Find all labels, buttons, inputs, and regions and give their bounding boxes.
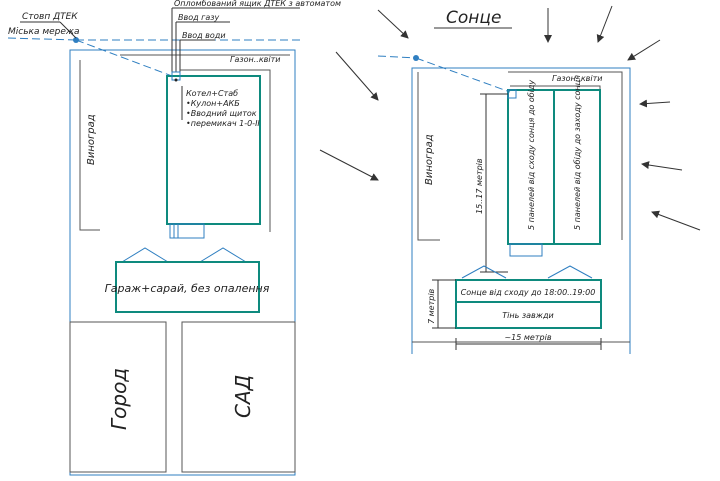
right-garage (455, 279, 602, 329)
sealed-box-label: Опломбований ящик ДТЕК з автоматом (174, 0, 341, 8)
sun-ray-1 (377, 9, 409, 39)
right-garage-roof-left (461, 265, 507, 279)
poles-label: Стовп ДТЕК (22, 12, 78, 22)
sun-ray-4 (627, 39, 661, 61)
gas-input-label: Ввод газу (178, 13, 220, 22)
equipment-line-4: •перемикач 1-0-II (186, 119, 260, 128)
vegetable-garden-label: Город (107, 368, 131, 430)
sun-ray-7 (651, 210, 701, 231)
panels-east-label: 5 панелей від сходу сонця до обіду (527, 80, 536, 230)
orchard (181, 321, 296, 473)
orchard-label: САД (231, 375, 255, 418)
vineyard-strip (79, 60, 100, 231)
city-grid-to-house (75, 39, 173, 77)
sun-ray-5 (639, 99, 671, 108)
left-vineyard-label: Виноград (86, 114, 97, 165)
garage-label: Гараж+сарай, без опалення (105, 282, 270, 295)
sun-ray-8 (335, 51, 379, 101)
left-plan: Стовп ДТЕК Міська мережа Опломбований ящ… (7, 0, 341, 476)
sun-ray-9 (319, 149, 379, 181)
panels-west-label: 5 панелей від обіду до заходу сонця (573, 75, 582, 230)
right-garage-roof-right (547, 265, 593, 279)
right-porch (509, 243, 543, 257)
house (166, 75, 261, 225)
equipment-line-1: Котел+Стаб (186, 89, 238, 98)
garage-roof-left (121, 247, 169, 263)
garage (115, 261, 260, 313)
right-lawn-label: Газон..квіти (552, 74, 602, 83)
pole-icon (73, 37, 79, 43)
vegetable-garden (69, 321, 167, 473)
house-length-label: 15..17 метрів (475, 158, 484, 214)
city-grid-label: Міська мережа (8, 27, 80, 37)
right-plot-boundary (411, 67, 631, 354)
right-vineyard-strip (417, 72, 440, 241)
right-grid-line (377, 55, 417, 59)
equipment-line-3: •Вводний щиток (186, 109, 257, 118)
sun-label: Сонце (446, 8, 501, 28)
right-plan: Сонце Газон..квіти Виноград 5 панелей ві… (319, 5, 701, 354)
left-lawn-label: Газон..квіти (230, 55, 280, 64)
sun-ray-3 (596, 5, 613, 43)
width-label: ~15 метрів (504, 333, 551, 342)
equipment-line-2: •Кулон+АКБ (186, 99, 240, 108)
garage-roof-right (199, 247, 247, 263)
lawn-outline (180, 69, 271, 232)
city-grid-line (7, 37, 77, 41)
box-point-icon (174, 78, 178, 82)
sun-east-label: Сонце від сходу до 18:00..19:00 (461, 288, 596, 297)
right-grid-to-house (415, 57, 511, 93)
right-pole-icon (413, 55, 419, 61)
shade-label: Тінь завжди (502, 311, 553, 320)
left-plot-boundary (69, 49, 296, 476)
right-vineyard-label: Виноград (424, 134, 435, 185)
pole-leader (59, 21, 77, 39)
water-input-label: Ввод води (182, 31, 226, 40)
sun-ray-6 (641, 161, 683, 171)
right-lawn-outer (508, 71, 623, 240)
garage-depth-label: 7 метрів (427, 288, 436, 324)
porch (169, 223, 205, 239)
